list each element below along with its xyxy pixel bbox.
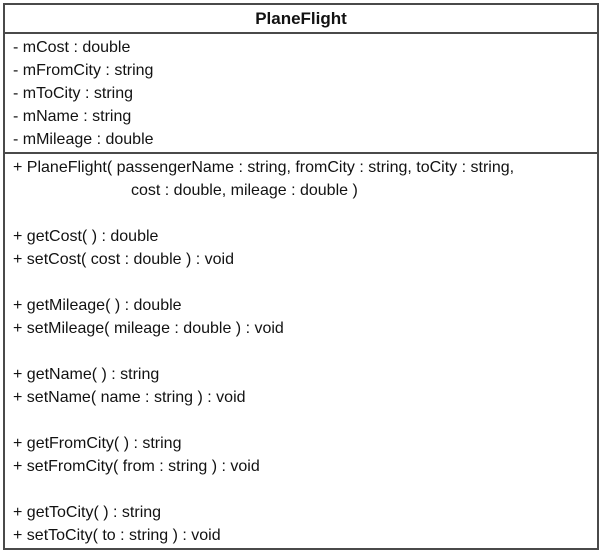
method-line: + getCost( ) : double (13, 228, 159, 245)
attribute-line: - mFromCity : string (13, 62, 154, 79)
method-line: + setToCity( to : string ) : void (13, 527, 221, 544)
method-line: + getMileage( ) : double (13, 297, 182, 314)
method-line-constructor: + PlaneFlight( passengerName : string, f… (13, 159, 515, 176)
attribute-line: - mMileage : double (13, 131, 154, 148)
method-line-constructor-wrap: cost : double, mileage : double ) (131, 182, 358, 199)
class-box: PlaneFlight - mCost : double - mFromCity… (3, 3, 599, 550)
attribute-line: - mToCity : string (13, 85, 134, 102)
blank-line (5, 409, 597, 432)
attribute-line: - mCost : double (13, 39, 131, 56)
method-line: + setCost( cost : double ) : void (13, 251, 234, 268)
method-line: + setName( name : string ) : void (13, 389, 246, 406)
methods-section: + PlaneFlight( passengerName : string, f… (5, 154, 597, 547)
method-line: + getName( ) : string (13, 366, 160, 383)
attribute-line: - mName : string (13, 108, 132, 125)
blank-line (5, 202, 597, 225)
blank-line (5, 271, 597, 294)
method-line: + setFromCity( from : string ) : void (13, 458, 260, 475)
method-line: + getToCity( ) : string (13, 504, 162, 521)
blank-line (5, 478, 597, 501)
method-line: + getFromCity( ) : string (13, 435, 182, 452)
attributes-section: - mCost : double - mFromCity : string - … (5, 34, 597, 154)
class-name: PlaneFlight (5, 5, 597, 34)
blank-line (5, 340, 597, 363)
method-line: + setMileage( mileage : double ) : void (13, 320, 284, 337)
